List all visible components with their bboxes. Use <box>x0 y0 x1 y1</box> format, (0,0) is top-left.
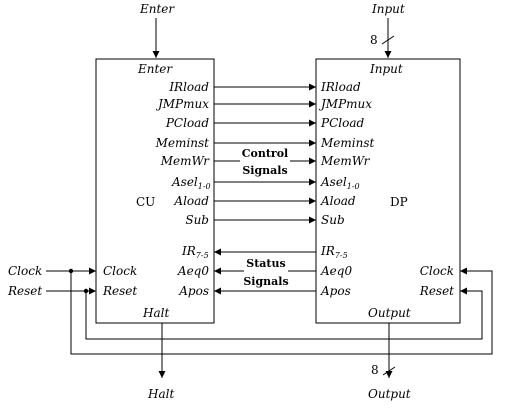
cu-irload-label: IRload <box>168 80 209 94</box>
status-signals-label-1: Status <box>246 257 285 270</box>
cu-asel-label: Asel1-0 <box>171 175 211 191</box>
dp-aeq0-label: Aeq0 <box>320 264 352 278</box>
cu-memwr-label: MemWr <box>160 154 211 168</box>
reset-external-label: Reset <box>7 284 42 298</box>
cu-sub-label: Sub <box>185 213 209 227</box>
output-external-label: Output <box>368 387 411 401</box>
input-external-label: Input <box>371 2 405 16</box>
dp-jmpmux-label: JMPmux <box>318 97 372 111</box>
cu-aload-label: Aload <box>173 194 209 208</box>
dp-ir-label: IR7-5 <box>320 244 348 260</box>
cu-reset-port: Reset <box>102 284 137 298</box>
cu-jmpmux-label: JMPmux <box>155 97 209 111</box>
dp-input-port: Input <box>369 62 403 76</box>
dp-pcload-label: PCload <box>320 116 364 130</box>
cu-block-label: CU <box>136 195 155 209</box>
datapath-block <box>315 58 461 324</box>
dp-irload-label: IRload <box>320 80 361 94</box>
dp-asel-label: Asel1-0 <box>320 175 360 191</box>
control-unit-block <box>95 58 215 324</box>
cu-pcload-label: PCload <box>165 116 209 130</box>
cu-clock-port: Clock <box>103 264 137 278</box>
dp-sub-label: Sub <box>321 213 345 227</box>
clock-external-label: Clock <box>8 264 42 278</box>
control-label-bg <box>240 146 290 178</box>
dp-meminst-label: Meminst <box>320 136 374 150</box>
status-label-bg <box>244 257 288 287</box>
enter-external-label: Enter <box>139 2 175 16</box>
output-bus-slash <box>382 366 396 376</box>
input-bus-slash <box>381 35 395 45</box>
dp-memwr-label: MemWr <box>320 154 371 168</box>
cu-halt-port: Halt <box>142 306 169 320</box>
cu-meminst-label: Meminst <box>155 136 209 150</box>
dp-reset-port: Reset <box>419 284 454 298</box>
dp-apos-label: Apos <box>320 284 351 298</box>
reset-to-dp-wire <box>85 287 483 340</box>
control-signals-label-2: Signals <box>242 164 287 177</box>
status-signals-label-2: Signals <box>243 275 288 288</box>
dp-output-port: Output <box>368 306 411 320</box>
dp-block-label: DP <box>390 195 408 209</box>
dp-clock-port: Clock <box>420 264 454 278</box>
cu-apos-label: Apos <box>178 284 209 298</box>
dp-aload-label: Aload <box>320 194 356 208</box>
output-bus-width: 8 <box>371 363 379 377</box>
cu-enter-port: Enter <box>137 62 173 76</box>
cu-ir-label: IR7-5 <box>181 244 209 260</box>
control-signals-label-1: Control <box>242 147 288 160</box>
halt-external-label: Halt <box>147 387 174 401</box>
input-bus-width: 8 <box>370 33 378 47</box>
clock-to-dp-wire <box>70 267 493 355</box>
cu-aeq0-label: Aeq0 <box>177 264 209 278</box>
